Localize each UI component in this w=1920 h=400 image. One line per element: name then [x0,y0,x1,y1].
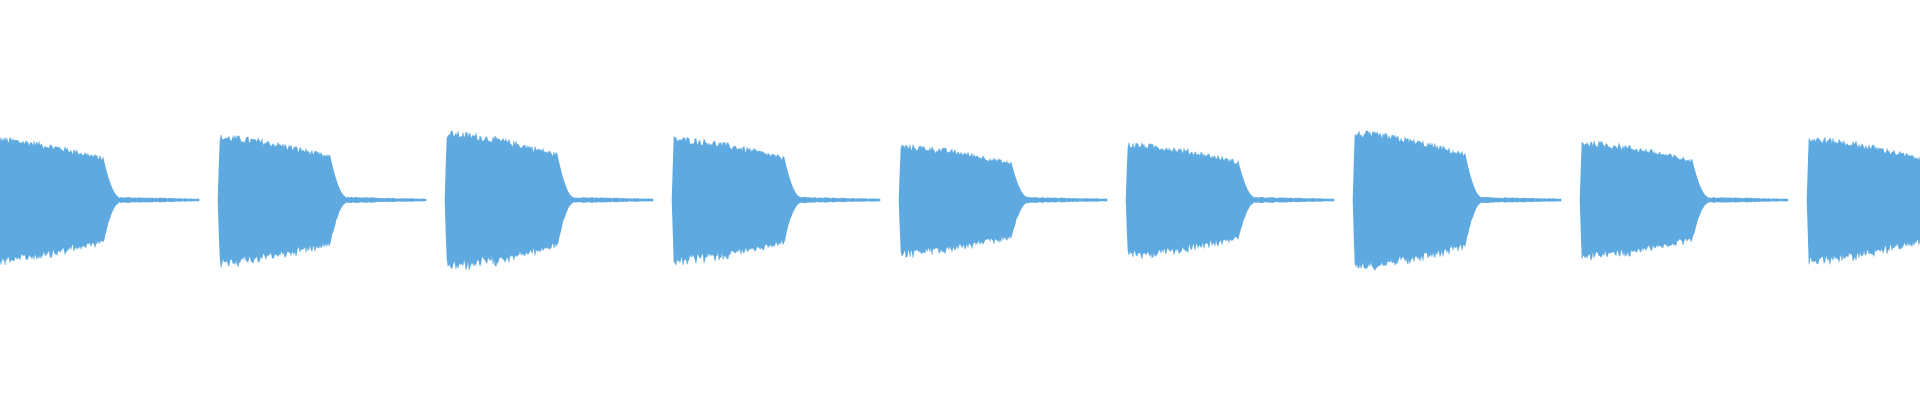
waveform-clip-1 [0,136,200,266]
waveform-clip-5 [898,144,1108,258]
waveform-clip-4 [671,135,881,266]
waveform-clip-2 [217,134,427,268]
waveform-clips [0,130,1920,271]
waveform-clip-9 [1806,136,1920,265]
waveform-clip-6 [1125,141,1335,260]
